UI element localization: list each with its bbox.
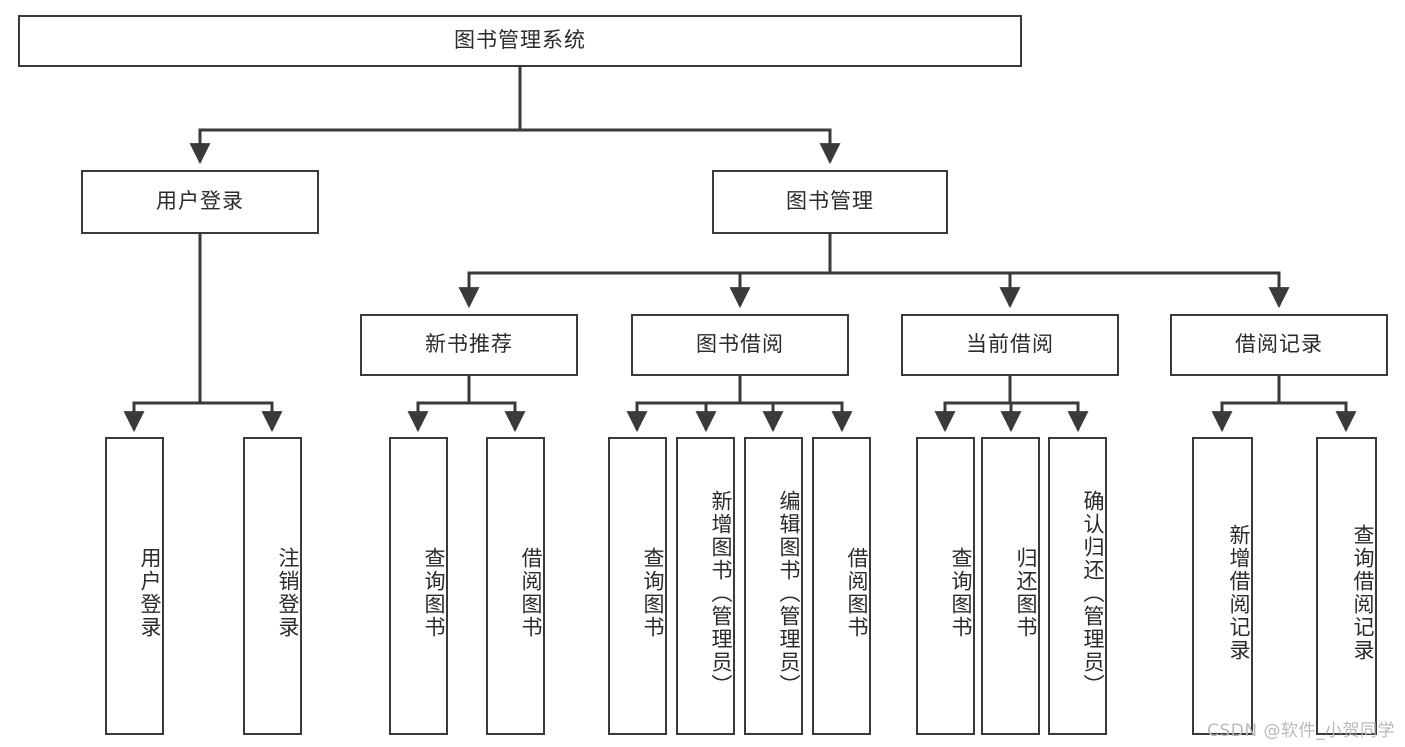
- leaf-current-confirm-return-label: 确认归还（管理员）: [1081, 489, 1105, 697]
- leaf-record-add[interactable]: 新增借阅记录: [1192, 437, 1253, 735]
- leaf-current-return[interactable]: 归还图书: [981, 437, 1040, 735]
- leaf-new-book-query[interactable]: 查询图书: [389, 437, 448, 735]
- node-current-borrow[interactable]: 当前借阅: [901, 314, 1119, 376]
- csdn-watermark: CSDN @软件_小贺同学: [1207, 721, 1395, 741]
- leaf-borrow-lend-book-label: 借阅图书: [845, 547, 869, 639]
- leaf-borrow-lend-book[interactable]: 借阅图书: [812, 437, 871, 735]
- node-borrow-records[interactable]: 借阅记录: [1170, 314, 1388, 376]
- leaf-user-login-label: 用户登录: [138, 547, 162, 639]
- node-user-login[interactable]: 用户登录: [81, 170, 319, 234]
- node-book-management-label: 图书管理: [786, 189, 874, 214]
- leaf-borrow-query-label: 查询图书: [641, 547, 665, 639]
- leaf-current-return-label: 归还图书: [1014, 547, 1038, 639]
- leaf-user-logout[interactable]: 注销登录: [243, 437, 302, 735]
- node-book-borrow-label: 图书借阅: [696, 332, 784, 357]
- leaf-new-book-borrow-label: 借阅图书: [519, 547, 543, 639]
- leaf-borrow-add-book-label: 新增图书（管理员）: [709, 489, 733, 697]
- leaf-current-confirm-return[interactable]: 确认归还（管理员）: [1048, 437, 1107, 735]
- leaf-record-query-label: 查询借阅记录: [1351, 524, 1375, 662]
- leaf-borrow-edit-book[interactable]: 编辑图书（管理员）: [744, 437, 803, 735]
- node-root-label: 图书管理系统: [454, 28, 586, 53]
- node-current-borrow-label: 当前借阅: [966, 332, 1054, 357]
- node-new-book-recommend[interactable]: 新书推荐: [360, 314, 578, 376]
- node-borrow-records-label: 借阅记录: [1235, 332, 1323, 357]
- leaf-new-book-query-label: 查询图书: [422, 547, 446, 639]
- leaf-borrow-query[interactable]: 查询图书: [608, 437, 667, 735]
- node-book-borrow[interactable]: 图书借阅: [631, 314, 849, 376]
- node-book-management[interactable]: 图书管理: [712, 170, 948, 234]
- node-root[interactable]: 图书管理系统: [18, 15, 1022, 67]
- leaf-record-query[interactable]: 查询借阅记录: [1316, 437, 1377, 735]
- leaf-new-book-borrow[interactable]: 借阅图书: [486, 437, 545, 735]
- leaf-current-query-label: 查询图书: [949, 547, 973, 639]
- node-new-book-recommend-label: 新书推荐: [425, 332, 513, 357]
- leaf-user-logout-label: 注销登录: [276, 547, 300, 639]
- leaf-user-login[interactable]: 用户登录: [105, 437, 164, 735]
- node-user-login-label: 用户登录: [156, 189, 244, 214]
- leaf-record-add-label: 新增借阅记录: [1227, 524, 1251, 662]
- leaf-current-query[interactable]: 查询图书: [916, 437, 975, 735]
- leaf-borrow-edit-book-label: 编辑图书（管理员）: [777, 489, 801, 697]
- leaf-borrow-add-book[interactable]: 新增图书（管理员）: [676, 437, 735, 735]
